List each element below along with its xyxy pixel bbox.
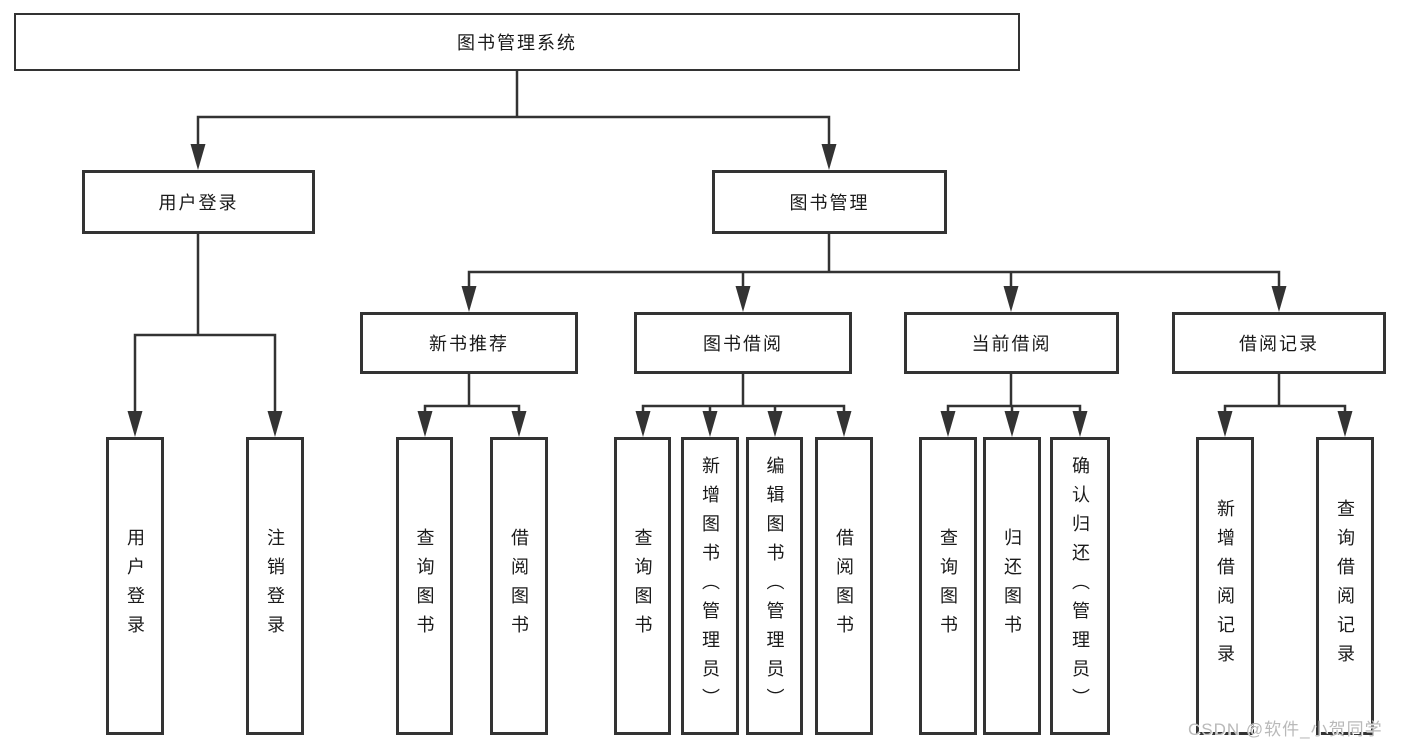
node-label: 图书管理: [789, 193, 870, 213]
leaf-return-books: 归还图书: [983, 437, 1041, 735]
leaf-label: 查询图书: [938, 528, 958, 644]
leaf-label: 编辑图书（管理员）: [764, 455, 785, 717]
leaf-add-borrow-record: 新增借阅记录: [1196, 437, 1254, 735]
connector-current-borrowing-group: [946, 372, 1082, 417]
leaf-confirm-return-admin: 确认归还（管理员）: [1050, 437, 1110, 735]
leaf-query-books-borrowing: 查询图书: [614, 437, 671, 735]
node-borrowing-records: 借阅记录: [1172, 312, 1386, 374]
node-new-book-recommendation: 新书推荐: [360, 312, 578, 374]
leaf-label: 查询图书: [632, 528, 653, 644]
leaf-label: 查询借阅记录: [1335, 499, 1355, 673]
watermark: CSDN @软件_小贺同学: [1188, 720, 1383, 739]
leaf-label: 借阅图书: [509, 528, 529, 644]
connector-root: [196, 68, 831, 150]
node-label: 借阅记录: [1239, 334, 1319, 354]
node-label: 当前借阅: [971, 334, 1052, 354]
connector-book-management-group: [467, 232, 1281, 292]
leaf-borrow-books-recommend: 借阅图书: [490, 437, 548, 735]
leaf-label: 确认归还（管理员）: [1070, 455, 1090, 717]
node-label: 用户登录: [158, 193, 239, 213]
leaf-query-books-recommend: 查询图书: [396, 437, 453, 735]
node-label: 图书借阅: [703, 334, 783, 354]
node-book-management: 图书管理: [712, 170, 947, 234]
leaf-query-borrow-record: 查询借阅记录: [1316, 437, 1374, 735]
leaf-label: 注销登录: [265, 528, 285, 644]
node-book-borrowing: 图书借阅: [634, 312, 852, 374]
leaf-user-login: 用户登录: [106, 437, 164, 735]
connector-book-borrowing-group: [641, 372, 846, 417]
leaf-label: 查询图书: [414, 528, 435, 644]
node-label: 图书管理系统: [457, 33, 577, 53]
node-user-login: 用户登录: [82, 170, 315, 234]
leaf-label: 归还图书: [1002, 528, 1022, 644]
leaf-label: 用户登录: [125, 528, 145, 644]
connector-new-book-group: [423, 372, 521, 417]
leaf-label: 借阅图书: [834, 528, 854, 644]
leaf-add-books-admin: 新增图书（管理员）: [681, 437, 739, 735]
leaf-edit-books-admin: 编辑图书（管理员）: [746, 437, 803, 735]
leaf-logout-login: 注销登录: [246, 437, 304, 735]
leaf-label: 新增借阅记录: [1215, 499, 1235, 673]
arrowheads: [127, 144, 1353, 437]
leaf-borrow-books-borrowing: 借阅图书: [815, 437, 873, 735]
node-label: 新书推荐: [429, 334, 509, 354]
node-current-borrowing: 当前借阅: [904, 312, 1119, 374]
node-root: 图书管理系统: [14, 13, 1020, 71]
leaf-query-books-current: 查询图书: [919, 437, 977, 735]
connector-borrow-records-group: [1223, 372, 1347, 417]
leaf-label: 新增图书（管理员）: [700, 455, 720, 717]
connector-user-login-group: [133, 232, 277, 417]
